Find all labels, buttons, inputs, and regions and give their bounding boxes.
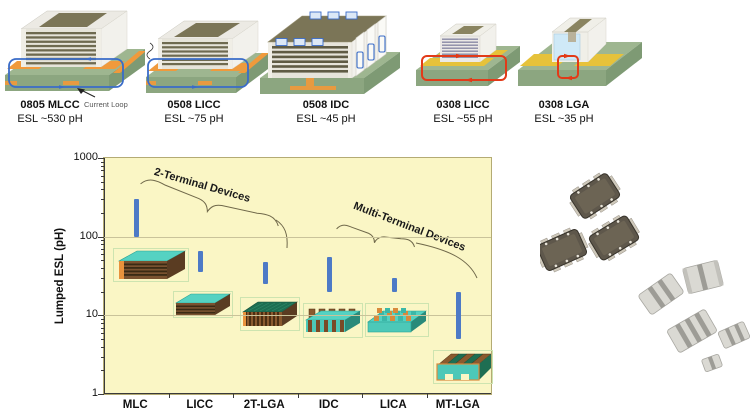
y-minor-tick <box>101 175 104 177</box>
device-esl: ESL ~55 pH <box>433 112 493 125</box>
device-label-0508-idc: 0508 IDC ESL ~45 pH <box>271 99 381 126</box>
y-minor-tick <box>101 254 104 256</box>
y-axis-tick-labels: 1 10 100 1000 <box>56 151 98 399</box>
y-minor-tick <box>101 170 104 172</box>
chart-icon-mlc <box>113 248 189 282</box>
y-minor-tick <box>101 260 104 262</box>
y-major-tick <box>98 158 104 159</box>
y-minor-tick <box>101 181 104 183</box>
x-category-MLC: MLC <box>122 399 148 411</box>
device-name: 0508 IDC <box>302 99 350 111</box>
device-label-0308-lga: 0308 LGA ESL ~35 pH <box>509 99 619 126</box>
y-minor-tick <box>101 277 104 279</box>
chart-icon-idc <box>303 303 363 338</box>
y-minor-tick <box>101 199 104 201</box>
chart-icon-mt-lga <box>433 350 493 384</box>
gridline-100 <box>104 236 491 238</box>
device-esl: ESL ~75 pH <box>164 112 224 125</box>
y-tick-1: 1 <box>91 387 98 399</box>
x-category-IDC: IDC <box>318 399 339 411</box>
y-minor-tick <box>101 189 104 191</box>
device-esl: ESL ~45 pH <box>296 112 356 125</box>
licc-0308-figure <box>416 23 520 86</box>
esl-range-bar-MT-LGA <box>456 291 462 340</box>
chart-icon-licc <box>173 291 233 318</box>
x-boundary-tick <box>426 394 428 398</box>
licc-0508-figure <box>146 20 269 93</box>
y-minor-tick <box>101 339 104 340</box>
lga-0308-figure <box>518 17 642 86</box>
brace-2-terminal-tail <box>275 219 288 249</box>
y-minor-tick <box>101 318 104 320</box>
x-boundary-tick <box>233 394 234 398</box>
chart-icon-lica <box>365 303 429 337</box>
device-name: 0308 LICC <box>436 99 490 111</box>
y-minor-tick <box>101 356 104 358</box>
esl-range-bar-MLC <box>133 199 139 237</box>
component-photos <box>540 172 750 373</box>
x-category-LICC: LICC <box>186 399 214 411</box>
y-minor-tick <box>101 332 104 334</box>
y-minor-tick <box>101 248 104 250</box>
y-minor-tick <box>101 244 104 246</box>
y-axis-line <box>104 158 105 394</box>
y-major-tick <box>98 394 104 395</box>
top-terminal-pads <box>275 11 358 46</box>
x-boundary-tick <box>297 394 299 398</box>
device-esl: ESL ~35 pH <box>534 112 594 125</box>
device-label-0308-licc: 0308 LICC ESL ~55 pH <box>408 99 518 126</box>
current-path-squiggle <box>146 42 154 60</box>
x-category-2T-LGA: 2T-LGA <box>243 399 285 411</box>
device-name: 0308 LGA <box>538 99 590 111</box>
y-major-tick <box>98 236 104 238</box>
light-chips <box>638 260 750 373</box>
terminal-loop-icons <box>356 35 386 69</box>
y-tick-100: 100 <box>79 229 98 242</box>
y-tick-10: 10 <box>85 308 98 321</box>
device-name: 0805 MLCC <box>20 99 80 111</box>
x-category-LICA: LICA <box>379 399 407 411</box>
y-minor-tick <box>101 323 104 324</box>
y-minor-tick <box>101 165 104 167</box>
dark-multiterminal-chips <box>540 172 640 273</box>
y-major-tick <box>98 315 104 317</box>
esl-chart-plot-area: 2-Terminal Devices Multi-Terminal Device… <box>98 157 493 398</box>
x-axis-category-labels: MLC LICC 2T-LGA IDC LICA MT-LGA <box>103 399 492 415</box>
x-boundary-tick <box>362 394 363 398</box>
x-boundary-tick <box>168 394 170 398</box>
device-esl: ESL ~530 pH <box>17 112 83 125</box>
device-label-0805-mlcc: 0805 MLCC ESL ~530 pH <box>0 99 100 126</box>
brace-multi-terminal <box>336 224 416 248</box>
chart-icon-2t-lga <box>240 297 300 331</box>
idc-0508-figure <box>260 11 400 94</box>
y-minor-tick <box>101 213 104 214</box>
device-name: 0508 LICC <box>167 99 221 111</box>
y-minor-tick <box>101 161 104 163</box>
annotation-braces <box>140 179 478 279</box>
esl-range-bar-LICC <box>198 251 204 273</box>
pointer-arrow-icon <box>77 88 85 94</box>
esl-range-bar-IDC <box>327 257 333 292</box>
y-minor-tick <box>101 240 104 242</box>
x-category-MT-LGA: MT-LGA <box>435 399 480 411</box>
device-label-0508-licc: 0508 LICC ESL ~75 pH <box>139 99 249 126</box>
brace-multi-terminal-tail <box>415 242 478 279</box>
y-minor-tick <box>101 327 104 329</box>
brace-2-terminal <box>140 179 279 227</box>
esl-range-bar-LICA <box>391 277 397 292</box>
y-tick-1000: 1000 <box>73 151 98 163</box>
esl-range-bar-2T-LGA <box>262 261 268 284</box>
y-minor-tick <box>101 346 104 348</box>
current-loop-outline-red <box>421 55 507 81</box>
gridline-10 <box>104 315 491 317</box>
mlcc-0805-figure <box>5 10 145 98</box>
y-minor-tick <box>101 291 104 293</box>
y-minor-tick <box>101 268 104 269</box>
current-loop-label: Current Loop <box>84 100 128 109</box>
y-minor-tick <box>101 370 104 372</box>
x-axis-line <box>104 393 491 394</box>
